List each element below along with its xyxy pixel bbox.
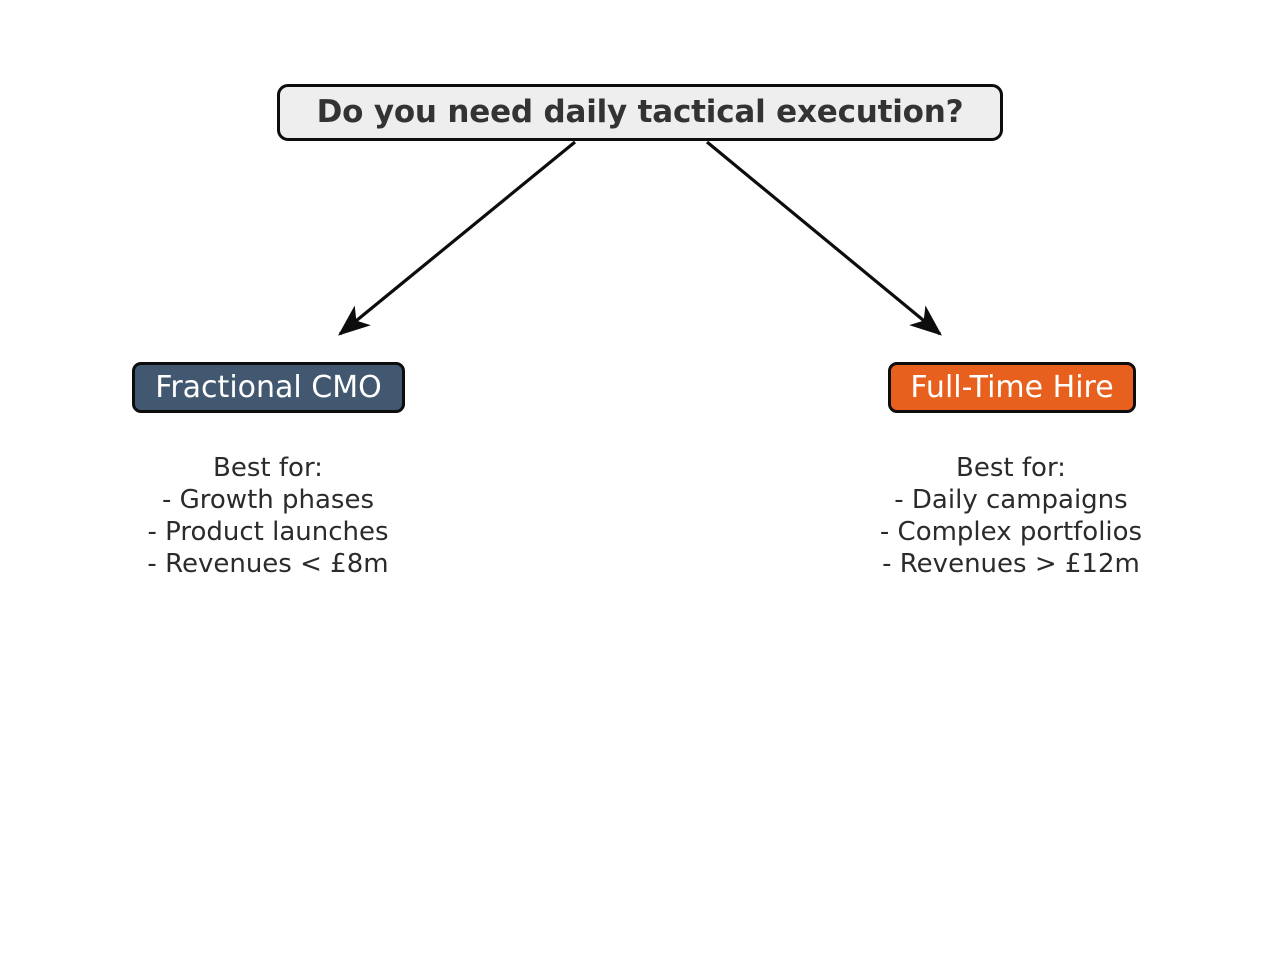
caption-item: - Complex portfolios [879, 517, 1143, 547]
outcome-node-full-time-hire-label: Full-Time Hire [910, 369, 1114, 405]
decision-node-root[interactable]: Do you need daily tactical execution? [277, 84, 1003, 141]
outcome-node-fractional-cmo-label: Fractional CMO [155, 369, 382, 405]
caption-item: - Growth phases [161, 485, 375, 515]
edge-root-to-full-time-hire [705, 140, 942, 336]
caption-heading: Best for: [213, 453, 323, 483]
caption-item: - Revenues > £12m [882, 549, 1140, 579]
caption-item: - Product launches [147, 517, 389, 547]
caption-item: - Daily campaigns [894, 485, 1128, 515]
edge-root-to-fractional-cmo [338, 140, 577, 336]
decision-node-root-label: Do you need daily tactical execution? [316, 94, 964, 130]
caption-heading: Best for: [956, 453, 1066, 483]
outcome-node-full-time-hire[interactable]: Full-Time Hire [888, 362, 1136, 413]
caption-full-time-hire: Best for: - Daily campaigns - Complex po… [861, 452, 1161, 580]
caption-item: - Revenues < £8m [147, 549, 389, 579]
caption-fractional-cmo: Best for: - Growth phases - Product laun… [118, 452, 418, 580]
outcome-node-fractional-cmo[interactable]: Fractional CMO [132, 362, 405, 413]
